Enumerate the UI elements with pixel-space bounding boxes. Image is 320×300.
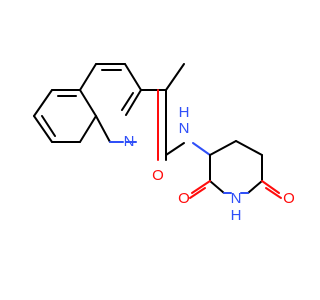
bond-amide-carbon-nh [165,63,185,91]
bond-quinoline-pyridine-5 [95,115,111,143]
bond-piperidine-4 [247,180,263,194]
bond-piperidine-1 [209,140,237,156]
bond-quinoline-pyridine-4 [125,89,142,116]
amide-n-label: N [179,120,190,137]
bond-ring-o-right-1 [261,180,280,194]
atom-label-layer: N O H N N H O O [124,104,295,224]
ring-h-label: H [231,207,242,224]
bond-quinoline-pyridine-inner-2 [121,92,134,111]
bond-layer [33,63,282,199]
bond-quinoline-benzo-6 [33,115,53,143]
bond-piperidine-5 [209,180,225,194]
bond-ring-o-left-2 [189,187,206,199]
quinoline-nitrogen-label: N [124,133,135,150]
bond-ring-o-left-1 [191,180,211,194]
bond-amide-n-carbon [165,142,185,156]
ring-oxygen-left-label: O [178,190,190,207]
bond-ring-o-right-2 [265,187,282,199]
bond-quinoline-benzo-1 [33,89,53,117]
bond-quinoline-benzo-3 [79,89,97,117]
amide-h-label: H [179,104,190,121]
bond-quinoline-benzo-4 [79,115,97,143]
amide-oxygen-label: O [152,167,164,184]
bond-quinoline-pyridine-3 [124,63,142,91]
bond-quinoline-benzo-inner-2 [41,115,56,137]
chemical-structure-diagram: N O H N N H O O [33,63,295,224]
bond-nh-to-piperidine [192,142,211,156]
bond-piperidine-2 [235,140,263,156]
ring-oxygen-right-label: O [283,190,295,207]
ring-n-label: N [231,190,242,207]
bond-quinoline-pyridine-1 [79,63,97,91]
